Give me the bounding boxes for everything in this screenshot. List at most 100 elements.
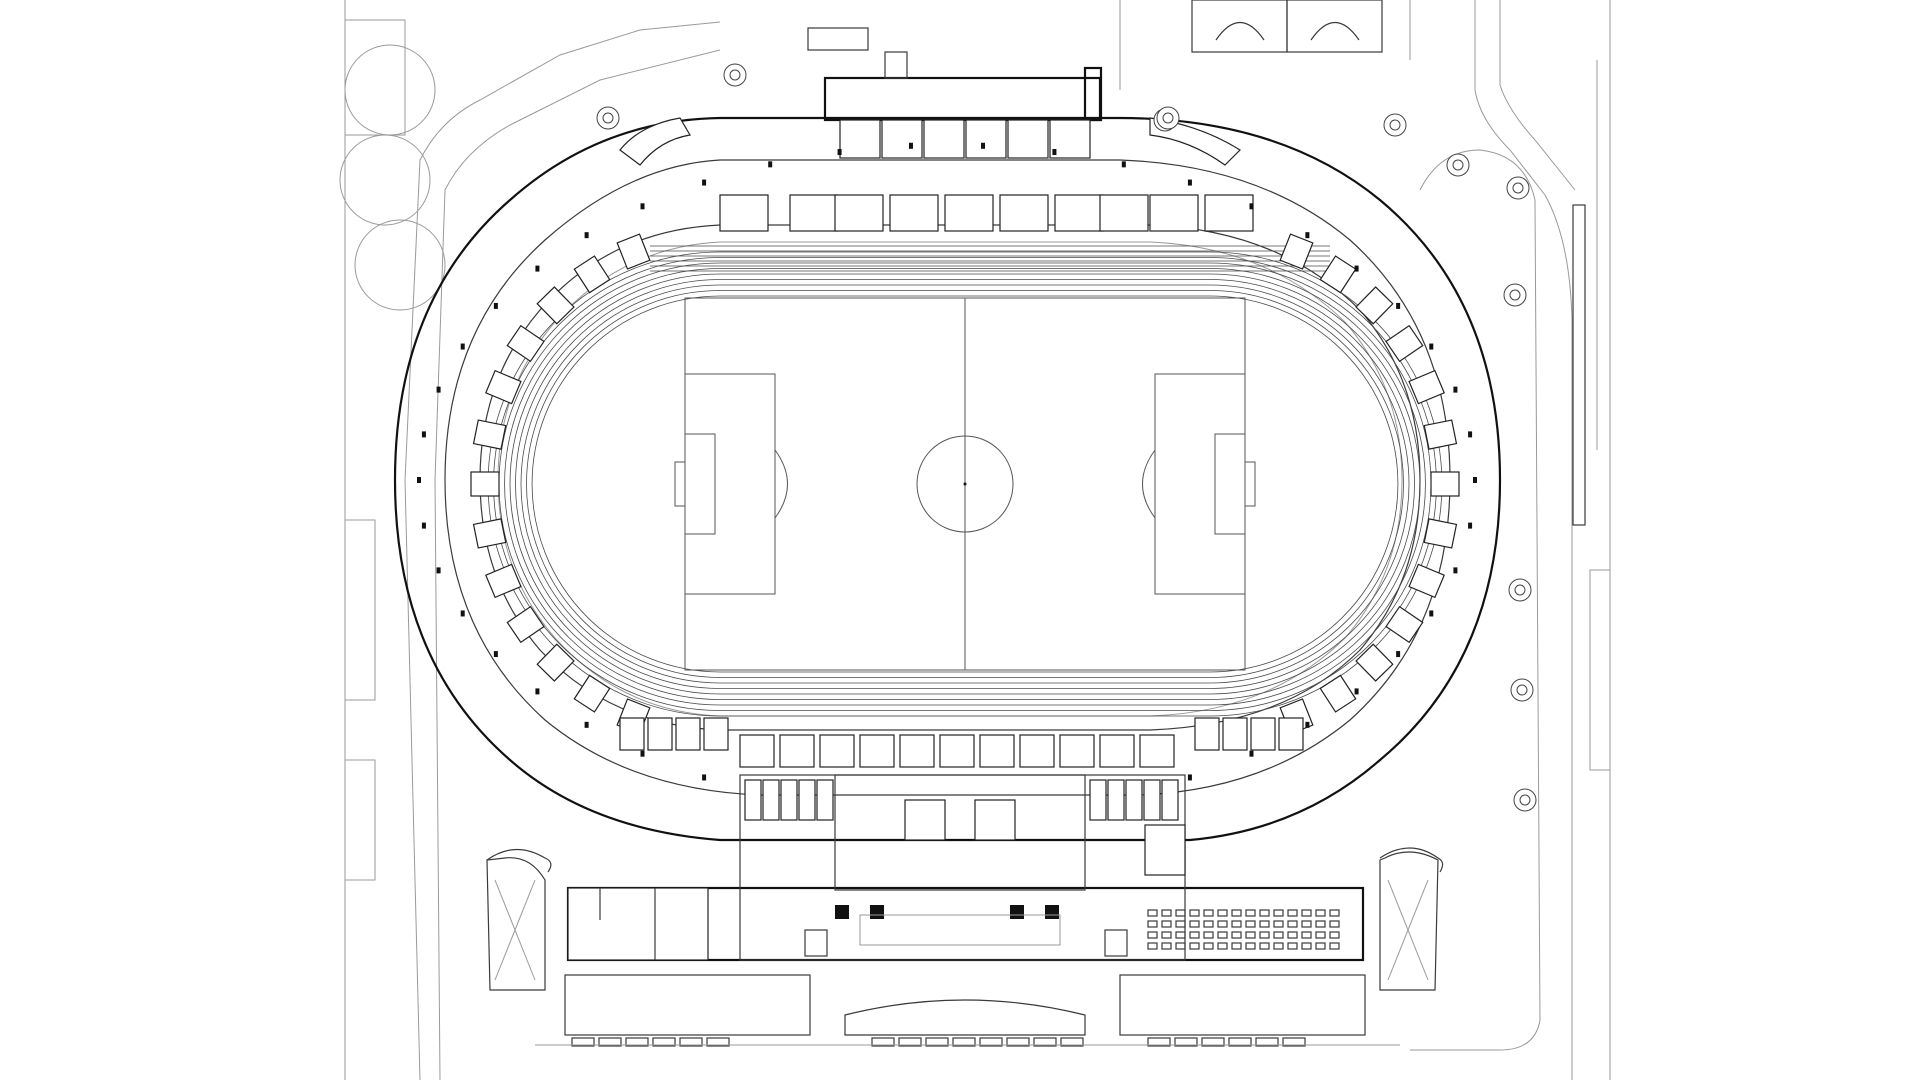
column <box>1453 567 1458 574</box>
south-stand-room <box>1059 734 1095 768</box>
south-room <box>780 779 798 821</box>
south-stand-room <box>1222 717 1248 751</box>
column <box>460 343 465 350</box>
site-context <box>339 0 1611 1080</box>
desk <box>1273 920 1284 928</box>
south-stand-room <box>819 734 855 768</box>
south-stand-room <box>739 734 775 768</box>
east-ring-room <box>1408 369 1445 405</box>
column <box>535 265 540 272</box>
desk <box>1147 920 1158 928</box>
column <box>640 750 645 757</box>
south-room <box>744 779 762 821</box>
column <box>1468 431 1473 438</box>
tree-symbol-inner <box>1516 684 1528 696</box>
court-key <box>1310 22 1360 41</box>
tree-symbol-inner <box>1514 584 1526 596</box>
right-road-edge-inner <box>1499 0 1576 191</box>
stand-outer-edge <box>479 224 1421 731</box>
se-canopy-roof <box>1379 847 1444 873</box>
wing-canopies <box>486 847 1444 991</box>
structural-core <box>1010 905 1024 919</box>
left-road-edge-inner <box>434 49 721 1080</box>
west-ring-room <box>485 369 522 405</box>
column <box>640 203 645 210</box>
parking-bay <box>1228 1037 1252 1047</box>
desk <box>1301 931 1312 939</box>
stand-inner-edge <box>497 241 1403 717</box>
south-stand-room <box>703 717 729 751</box>
left-penalty-area <box>684 373 776 595</box>
south-stand-room <box>619 717 645 751</box>
north-upper-room-row <box>619 117 1241 166</box>
south-room <box>762 779 780 821</box>
tree-symbol-inner <box>1509 289 1521 301</box>
north-upper-room <box>1049 119 1091 159</box>
sw-canopy <box>486 857 546 991</box>
tree-symbol-inner <box>729 69 741 81</box>
desk <box>1301 942 1312 950</box>
south-stand-room <box>859 734 895 768</box>
south-stand-room <box>1139 734 1175 768</box>
left-goal <box>674 461 686 507</box>
north-room <box>1099 194 1149 232</box>
drop-off-lane <box>859 914 1061 946</box>
desk <box>1189 920 1200 928</box>
desk <box>1147 909 1158 917</box>
east-ring-room <box>1423 419 1458 450</box>
desk <box>1287 909 1298 917</box>
parking-bay <box>979 1037 1003 1047</box>
tree-symbol-inner <box>602 112 614 124</box>
left-goal-area <box>684 433 716 535</box>
column <box>1249 750 1254 757</box>
column <box>493 302 498 309</box>
west-ring-room <box>573 674 611 713</box>
south-room <box>816 779 834 821</box>
north-east-room <box>1149 117 1241 166</box>
south-stand-room <box>1194 717 1220 751</box>
column <box>584 721 589 728</box>
west-ring-room <box>472 518 507 549</box>
centre-spot <box>963 482 967 486</box>
column <box>421 522 426 529</box>
column <box>493 651 498 658</box>
column <box>1187 774 1192 781</box>
north-room <box>1204 194 1254 232</box>
column <box>1429 343 1434 350</box>
centre-circle <box>916 435 1014 533</box>
south-stand-room <box>1278 717 1304 751</box>
west-ring-room <box>506 605 545 644</box>
structural-core <box>870 905 884 919</box>
desk <box>1147 942 1158 950</box>
desk <box>1329 920 1340 928</box>
east-ring-room <box>1385 324 1424 363</box>
column <box>702 774 707 781</box>
desk <box>1315 942 1326 950</box>
desk <box>1203 931 1214 939</box>
stair-core-right <box>974 799 1016 841</box>
column <box>908 142 913 149</box>
column <box>1249 203 1254 210</box>
column <box>460 610 465 617</box>
south-stand-room <box>899 734 935 768</box>
north-upper-room <box>1007 119 1049 159</box>
north-room <box>834 194 884 232</box>
north-room <box>789 194 839 232</box>
desk <box>1301 920 1312 928</box>
north-annex <box>823 76 1102 122</box>
court-key <box>1215 22 1265 41</box>
desk <box>1175 942 1186 950</box>
parking-bay <box>1147 1037 1171 1047</box>
west-ring-room <box>536 286 575 325</box>
structural-core <box>835 905 849 919</box>
desk <box>1273 942 1284 950</box>
column <box>584 232 589 239</box>
right-penalty-area <box>1154 373 1246 595</box>
desk <box>1287 931 1298 939</box>
desk <box>1315 909 1326 917</box>
south-room <box>798 779 816 821</box>
column <box>768 161 773 168</box>
column <box>535 688 540 695</box>
desk <box>1203 942 1214 950</box>
